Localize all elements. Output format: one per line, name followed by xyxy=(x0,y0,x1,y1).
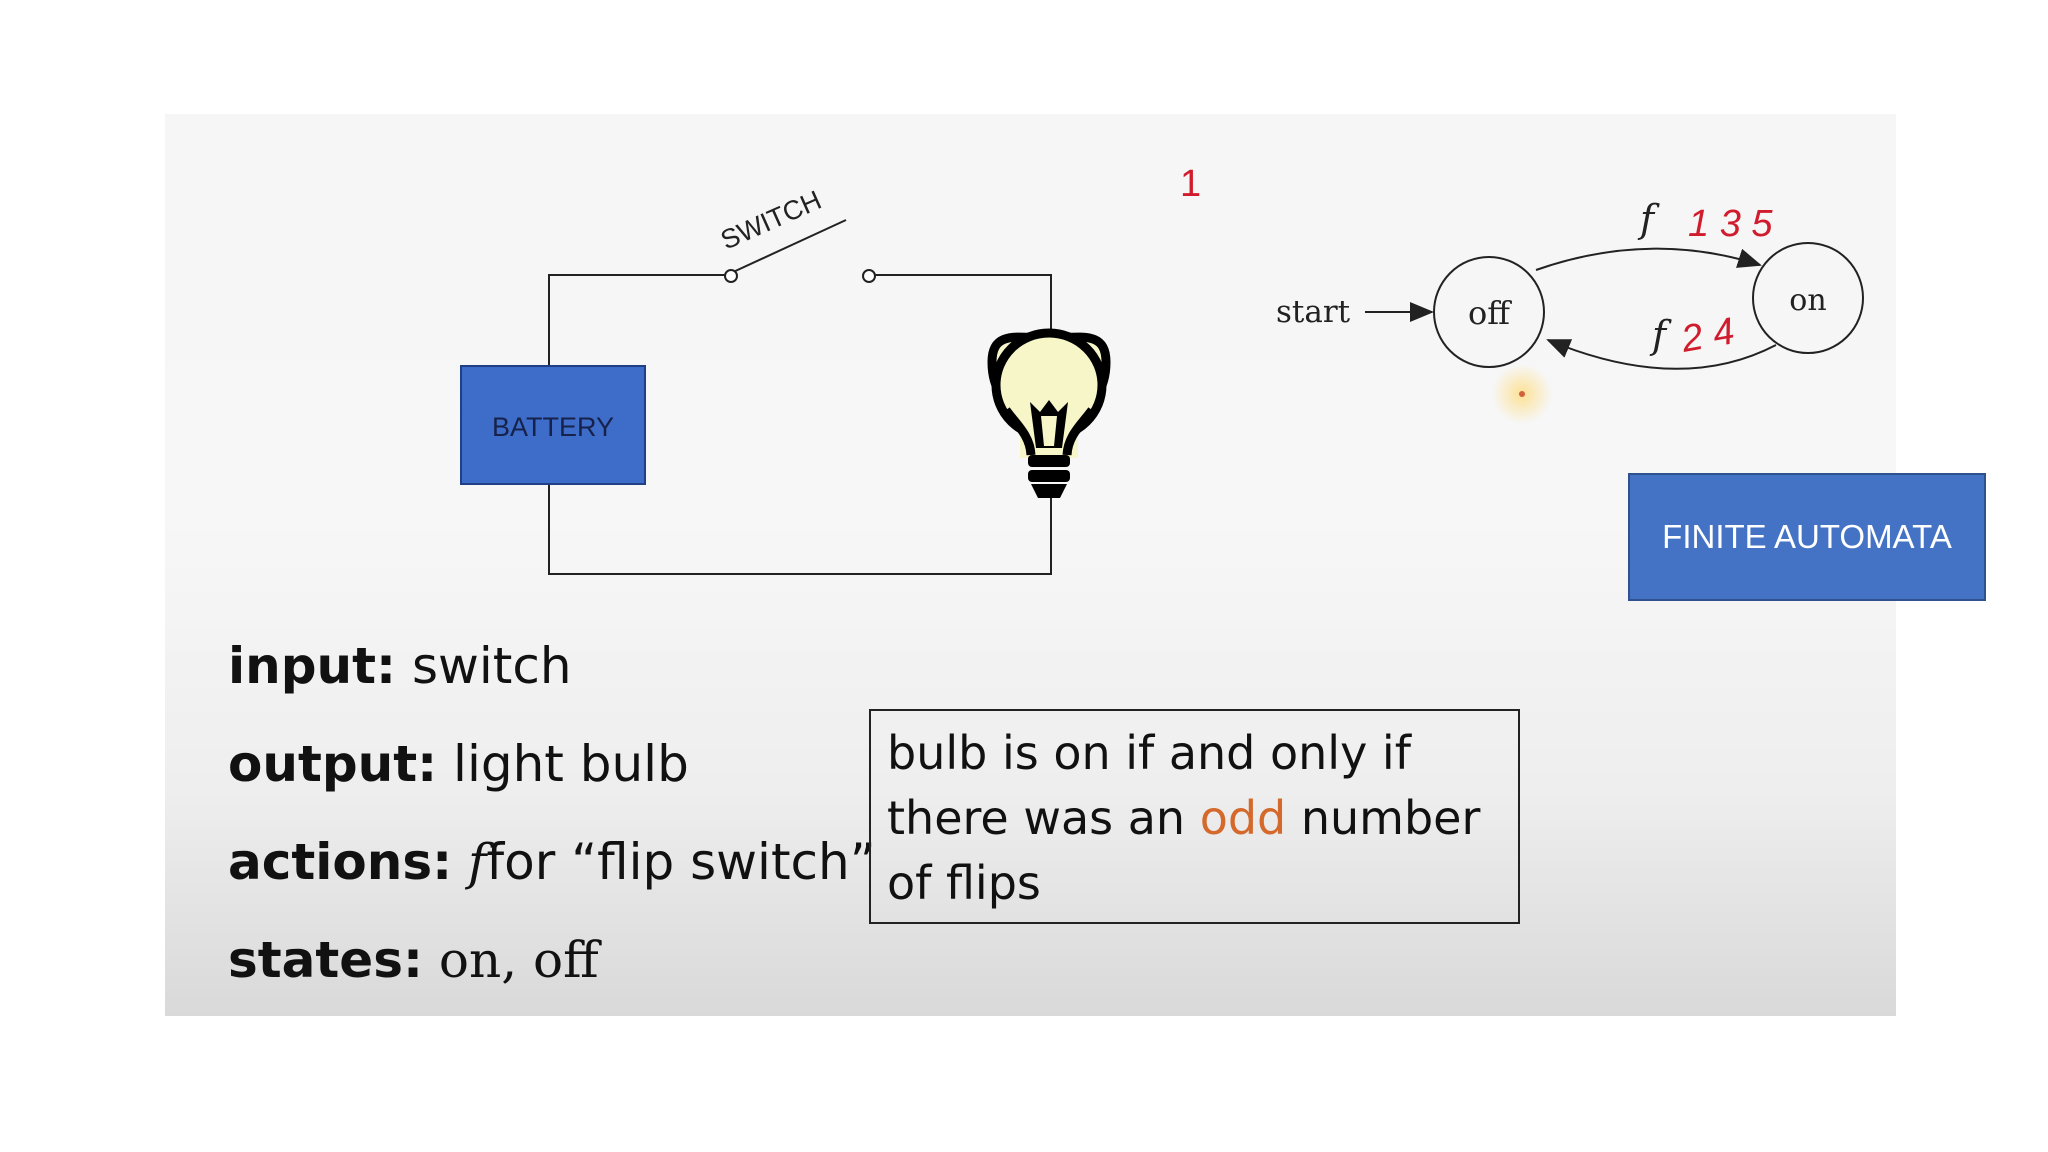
output-key: output: xyxy=(228,735,438,793)
transition-off-to-on xyxy=(1535,247,1762,271)
state-off-circle xyxy=(1433,256,1545,368)
note-line-1: bulb is on if and only if xyxy=(887,726,1411,780)
circuit-wires xyxy=(548,274,1052,575)
state-on-circle xyxy=(1752,242,1864,354)
light-bulb-icon xyxy=(987,328,1111,498)
transition-symbol-bottom: f xyxy=(1649,313,1672,357)
states-key: states: xyxy=(228,931,423,989)
start-label: start xyxy=(1276,294,1351,330)
note-highlight-odd: odd xyxy=(1199,791,1287,845)
actions-value: for “flip switch” xyxy=(486,833,876,891)
switch-label: SWITCH xyxy=(716,185,825,256)
input-value: switch xyxy=(411,637,572,695)
annotation-bottom: 2 4 xyxy=(1677,310,1737,361)
note-line-2-pre: there was an xyxy=(887,791,1200,845)
transition-on-to-off xyxy=(1546,339,1777,370)
slide-background xyxy=(165,114,1896,1016)
finite-automata-title: FINITE AUTOMATA xyxy=(1662,518,1952,555)
annotation-mark: 1 xyxy=(1180,163,1201,205)
state-diagram: start off on f f 1 3 5 2 4 1 xyxy=(1180,163,1864,370)
definition-actions: actions: ffor “flip switch” xyxy=(228,833,876,891)
definition-states: states: on, off xyxy=(228,931,599,989)
finite-automata-title-box: FINITE AUTOMATA xyxy=(1628,473,1986,601)
states-value: on, off xyxy=(438,931,599,989)
note-line-2-post: number xyxy=(1286,791,1481,845)
state-on-label: on xyxy=(1789,283,1826,318)
actions-symbol: f xyxy=(468,833,487,891)
output-value: light bulb xyxy=(453,735,689,793)
note-line-2: there was an odd number xyxy=(887,786,1504,851)
note-line-3: of flips xyxy=(887,856,1041,910)
battery: BATTERY xyxy=(460,365,646,485)
switch: SWITCH xyxy=(716,185,876,283)
actions-key: actions: xyxy=(228,833,453,891)
battery-label: BATTERY xyxy=(492,412,614,442)
note-box: bulb is on if and only if there was an o… xyxy=(869,709,1520,924)
definition-input: input: switch xyxy=(228,637,572,695)
definition-output: output: light bulb xyxy=(228,735,689,793)
cursor-highlight xyxy=(1492,364,1552,424)
input-key: input: xyxy=(228,637,397,695)
state-off-label: off xyxy=(1468,294,1512,332)
transition-symbol-top: f xyxy=(1637,197,1660,241)
annotation-top: 1 3 5 xyxy=(1688,203,1773,245)
